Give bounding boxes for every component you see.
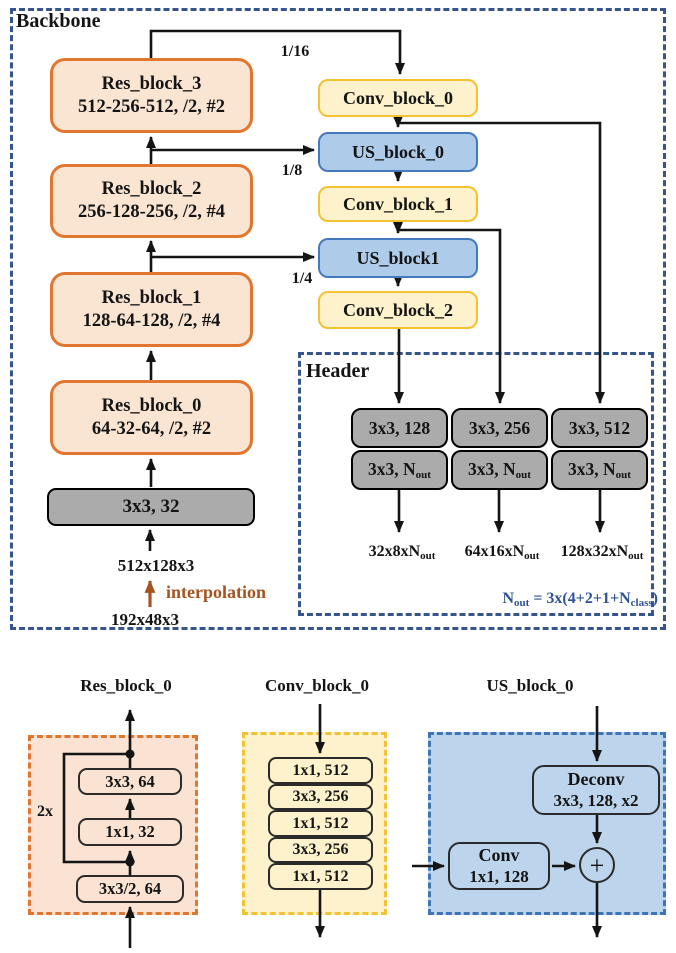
us-detail-conv-spec: 1x1, 128	[469, 867, 529, 886]
conv-detail-layer-4: 1x1, 512	[268, 863, 373, 890]
res-block-1-spec: 128-64-128, /2, #4	[82, 310, 221, 331]
header-conv-row2-col3-label: 3x3, Nout	[568, 459, 631, 481]
header-conv-row2-col1: 3x3, Nout	[351, 450, 448, 490]
us-block-1-node: US_block1	[318, 238, 478, 278]
res-block-0-name: Res_block_0	[101, 395, 202, 416]
stem-conv-block: 3x3, 32	[47, 488, 255, 526]
us-detail-deconv-name: Deconv	[567, 769, 625, 789]
res-block-0-spec: 64-32-64, /2, #2	[91, 418, 212, 439]
conv-block-1-node: Conv_block_1	[318, 186, 478, 222]
us-detail-deconv-block: Deconv 3x3, 128, x2	[532, 765, 660, 815]
res-block-3-name: Res_block_3	[101, 73, 202, 94]
sum-node: +	[579, 847, 615, 883]
scale-label-1-8: 1/8	[281, 162, 303, 179]
us-detail-deconv-spec: 3x3, 128, x2	[553, 791, 639, 810]
input-size-label: 512x128x3	[117, 556, 195, 575]
res-detail-repeat-label: 2x	[37, 803, 53, 820]
header-conv-row2-col2-label: 3x3, Nout	[468, 459, 531, 481]
header-container	[298, 352, 654, 616]
conv-detail-layer-3: 3x3, 256	[268, 837, 373, 863]
us-detail-title: US_block_0	[486, 676, 574, 695]
res-block-1: Res_block_1 128-64-128, /2, #4	[50, 272, 253, 347]
header-conv-row1-col1: 3x3, 128	[351, 408, 448, 448]
interpolation-label: interpolation	[166, 582, 267, 602]
us-block-0-node: US_block_0	[318, 132, 478, 172]
output-size-1: 64x16xNout	[464, 543, 540, 562]
header-label: Header	[306, 360, 370, 382]
scale-label-1-16: 1/16	[280, 43, 310, 60]
conv-detail-layer-1: 3x3, 256	[268, 784, 373, 810]
res-block-3: Res_block_3 512-256-512, /2, #2	[50, 58, 253, 133]
conv-detail-layer-0: 1x1, 512	[268, 757, 373, 784]
res-detail-conv-1x1-32: 1x1, 32	[78, 818, 182, 846]
header-conv-row2-col2: 3x3, Nout	[451, 450, 548, 490]
junction-dot-top	[125, 749, 135, 759]
output-size-2: 128x32xNout	[560, 543, 644, 562]
res-block-0: Res_block_0 64-32-64, /2, #2	[50, 380, 253, 455]
conv-block-0-node: Conv_block_0	[318, 79, 478, 117]
res-block-1-name: Res_block_1	[101, 287, 202, 308]
res-detail-title: Res_block_0	[80, 676, 172, 695]
header-conv-row1-col2: 3x3, 256	[451, 408, 548, 448]
us-detail-conv-name: Conv	[478, 845, 520, 865]
header-conv-row2-col3: 3x3, Nout	[551, 450, 648, 490]
junction-dot-bottom	[125, 857, 135, 867]
us-detail-conv-block: Conv 1x1, 128	[448, 842, 550, 890]
res-block-2-spec: 256-128-256, /2, #4	[78, 202, 225, 222]
conv-detail-title: Conv_block_0	[265, 676, 369, 695]
res-detail-conv-3x3-64: 3x3, 64	[78, 768, 182, 795]
output-size-0: 32x8xNout	[368, 543, 436, 562]
nout-formula: Nout = 3x(4+2+1+Nclass)	[502, 590, 658, 609]
conv-block-2-node: Conv_block_2	[318, 291, 478, 329]
header-conv-row2-col1-label: 3x3, Nout	[368, 459, 431, 481]
res-detail-conv-3x3s2-64: 3x3/2, 64	[76, 875, 184, 903]
res-block-2-name: Res_block_2	[101, 179, 202, 199]
header-conv-row1-col3: 3x3, 512	[551, 408, 648, 448]
res-block-3-spec: 512-256-512, /2, #2	[78, 96, 225, 117]
scale-label-1-4: 1/4	[291, 270, 313, 287]
conv-detail-layer-2: 1x1, 512	[268, 810, 373, 837]
backbone-container	[10, 8, 666, 630]
backbone-label: Backbone	[16, 10, 101, 32]
raw-input-size-label: 192x48x3	[111, 610, 179, 629]
res-block-2: Res_block_2 256-128-256, /2, #4	[50, 164, 253, 238]
